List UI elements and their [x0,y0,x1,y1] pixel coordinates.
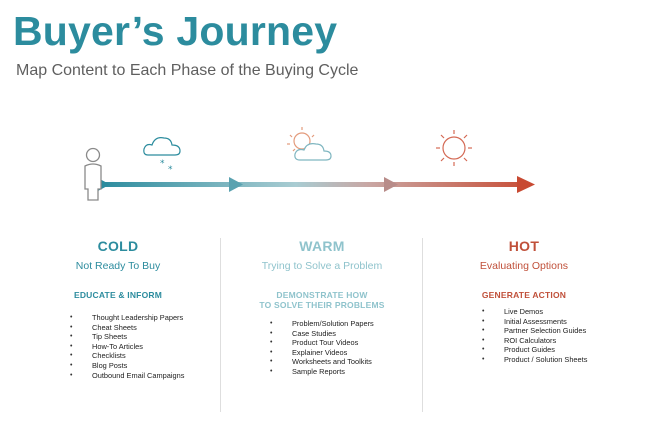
svg-text:*: * [168,165,173,175]
column-divider-2 [422,238,423,412]
list-item: Explainer Videos [268,348,374,358]
list-item: Outbound Email Campaigns [68,371,184,381]
journey-chevron-1 [229,177,243,192]
list-item: Tip Sheets [68,332,184,342]
snow-cloud-icon: * * [143,137,181,175]
list-item: Checklists [68,351,184,361]
phase-hot: HOT Evaluating Options GENERATE ACTION L… [424,236,624,414]
journey-chevron-2 [384,177,398,192]
list-item: Sample Reports [268,367,374,377]
page-subtitle: Map Content to Each Phase of the Buying … [16,62,359,79]
phase-cold-section: EDUCATE & INFORM [73,290,163,300]
list-item: How-To Articles [68,342,184,352]
phase-cold: COLD Not Ready To Buy EDUCATE & INFORM T… [18,236,218,414]
svg-text:*: * [160,159,165,169]
list-item: Product / Solution Sheets [480,355,587,365]
list-item: Blog Posts [68,361,184,371]
phase-cold-title: COLD [97,238,139,254]
phase-hot-section: GENERATE ACTION [481,290,567,300]
phase-warm-section-line2: TO SOLVE THEIR PROBLEMS [259,300,385,310]
list-item: Problem/Solution Papers [268,319,374,329]
phase-warm-section-line1: DEMONSTRATE HOW [276,290,368,300]
list-item: Worksheets and Toolkits [268,357,374,367]
phase-warm-list: Problem/Solution Papers Case Studies Pro… [268,319,374,377]
phase-warm-tagline: Trying to Solve a Problem [261,260,383,272]
sun-cloud-icon [287,127,332,161]
phase-cold-list: Thought Leadership Papers Cheat Sheets T… [68,313,184,380]
phase-hot-list: Live Demos Initial Assessments Partner S… [480,307,587,365]
phase-warm-section: DEMONSTRATE HOW TO SOLVE THEIR PROBLEMS [222,290,422,310]
list-item: Initial Assessments [480,317,587,327]
list-item: ROI Calculators [480,336,587,346]
list-item: Partner Selection Guides [480,326,587,336]
list-item: Cheat Sheets [68,323,184,333]
list-item: Thought Leadership Papers [68,313,184,323]
phase-warm-title: WARM [299,238,345,254]
journey-timeline: * * [84,127,535,201]
list-item: Live Demos [480,307,587,317]
list-item: Product Tour Videos [268,338,374,348]
phase-hot-tagline: Evaluating Options [479,260,569,272]
list-item: Case Studies [268,329,374,339]
list-item: Product Guides [480,345,587,355]
phase-warm: WARM Trying to Solve a Problem DEMONSTRA… [222,236,422,414]
phase-cold-tagline: Not Ready To Buy [75,260,161,272]
person-icon [84,147,102,201]
sun-icon [436,130,472,166]
phase-hot-title: HOT [508,238,540,254]
journey-arrowhead [517,176,535,193]
journey-arrow-line [100,182,520,187]
column-divider-1 [220,238,221,412]
page-title: Buyer’s Journey [13,8,338,54]
